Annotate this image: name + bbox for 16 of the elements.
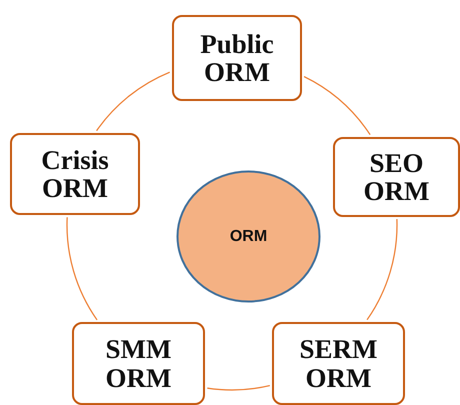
node-label: SEO ORM [362, 148, 430, 206]
rounded-box [333, 137, 460, 217]
node-label: Crisis ORM [40, 146, 110, 202]
node-label: ORM [230, 228, 268, 246]
rounded-box [172, 15, 302, 101]
connector-arc [207, 385, 270, 390]
rounded-box [272, 322, 405, 405]
node-label: Public ORM [199, 30, 275, 86]
connector-arc [366, 219, 398, 320]
rounded-box [10, 133, 140, 215]
connector-arc [96, 72, 170, 132]
rounded-box [72, 322, 205, 405]
connector-arc [304, 76, 371, 136]
connector-arc [66, 217, 98, 320]
node-label: SERM ORM [298, 335, 378, 392]
node-label: SMM ORM [104, 335, 172, 392]
